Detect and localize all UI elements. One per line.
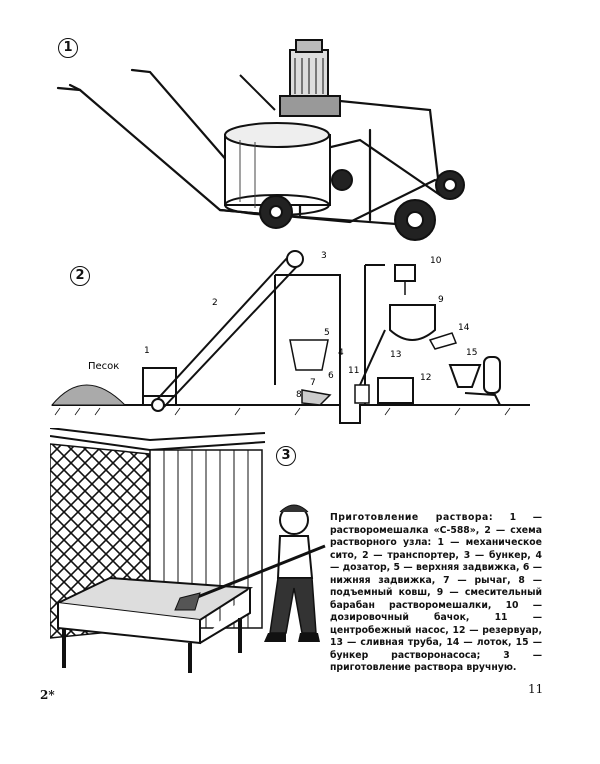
- callout-15: 15: [466, 348, 477, 358]
- mortar-mixer-illustration: [56, 39, 465, 241]
- callout-8: 8: [296, 390, 302, 400]
- sand-label: Песок: [88, 361, 119, 372]
- mortar-plant-scheme: Песок 1 2 3 4 5 6 7 8 9 10 11 12 13 14 1…: [50, 250, 530, 424]
- callout-5: 5: [324, 328, 330, 338]
- callout-4: 4: [338, 348, 344, 358]
- callout-1: 1: [144, 346, 150, 356]
- signature-mark: 2*: [40, 688, 55, 702]
- callout-2: 2: [212, 298, 218, 308]
- caption-heading: Приготовление раствора:: [330, 512, 494, 523]
- callout-9: 9: [438, 295, 444, 305]
- callout-13: 13: [390, 350, 401, 360]
- caption-body: 1 — растворомешалка «С-588», 2 — схема р…: [330, 512, 542, 673]
- callout-12: 12: [420, 373, 431, 383]
- page-number: 11: [528, 682, 544, 696]
- figure-1-number: 1: [58, 38, 78, 58]
- callout-7: 7: [310, 378, 316, 388]
- manual-mixing-illustration: [50, 428, 326, 673]
- callout-14: 14: [458, 323, 470, 333]
- figure-2-number: 2: [70, 266, 90, 286]
- callout-6: 6: [328, 371, 334, 381]
- callout-11: 11: [348, 366, 359, 376]
- callout-3: 3: [321, 251, 327, 261]
- callout-10: 10: [430, 256, 442, 266]
- figure-3-number: 3: [276, 446, 296, 466]
- figure-caption: Приготовление раствора: 1 — растворомеша…: [330, 512, 542, 675]
